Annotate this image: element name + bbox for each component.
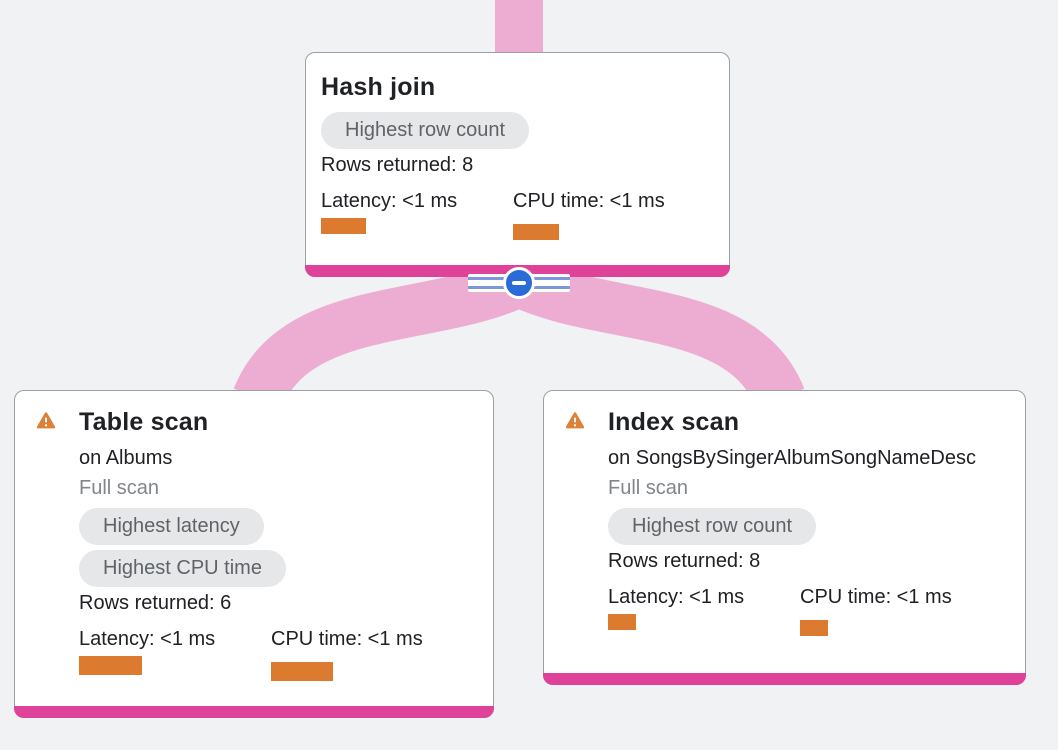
badge-highest-latency: Highest latency xyxy=(79,508,264,545)
rows-returned-text: Rows returned: 8 xyxy=(608,550,761,572)
latency-bar xyxy=(608,614,636,630)
metrics-row: Latency: <1 ms CPU time: <1 ms xyxy=(321,190,714,240)
cpu-time-label: CPU time: <1 ms xyxy=(271,628,423,650)
latency-bar xyxy=(321,218,366,234)
collapse-children-button[interactable] xyxy=(468,267,570,299)
latency-metric: Latency: <1 ms xyxy=(608,586,800,636)
latency-label: Latency: <1 ms xyxy=(608,586,745,608)
rows-returned-text: Rows returned: 6 xyxy=(79,592,232,614)
latency-label: Latency: <1 ms xyxy=(79,628,216,650)
latency-label: Latency: <1 ms xyxy=(321,190,458,212)
badge-highest-row-count: Highest row count xyxy=(321,112,530,149)
cpu-time-label: CPU time: <1 ms xyxy=(800,586,952,608)
cpu-time-label: CPU time: <1 ms xyxy=(513,190,665,212)
plan-node-index-scan[interactable]: Index scan on SongsBySingerAlbumSongName… xyxy=(543,390,1026,685)
node-target: on SongsBySingerAlbumSongNameDesc xyxy=(608,447,976,469)
edge-hash-join-to-table-scan xyxy=(233,257,531,409)
plan-node-table-scan[interactable]: Table scan on Albums Full scan Highest l… xyxy=(14,390,494,718)
warning-icon xyxy=(565,412,585,429)
node-scan-type: Full scan xyxy=(608,477,689,499)
cpu-time-bar xyxy=(271,662,333,681)
cpu-metric: CPU time: <1 ms xyxy=(271,628,463,681)
latency-bar xyxy=(79,656,142,675)
node-title: Table scan xyxy=(79,408,209,436)
warning-icon xyxy=(36,412,56,429)
badge-highest-row-count: Highest row count xyxy=(608,508,817,545)
plan-node-hash-join[interactable]: Hash join Highest row count Rows returne… xyxy=(305,52,730,277)
node-target: on Albums xyxy=(79,447,173,469)
latency-metric: Latency: <1 ms xyxy=(321,190,513,240)
edge-parent-to-hash-join xyxy=(495,0,543,54)
node-title: Hash join xyxy=(321,73,436,101)
node-accent-bar xyxy=(543,673,1026,685)
badge-highest-cpu-time: Highest CPU time xyxy=(79,550,286,587)
cpu-metric: CPU time: <1 ms xyxy=(800,586,992,636)
node-title: Index scan xyxy=(608,408,740,436)
edge-hash-join-to-index-scan xyxy=(507,257,805,409)
cpu-metric: CPU time: <1 ms xyxy=(513,190,705,240)
metrics-row: Latency: <1 ms CPU time: <1 ms xyxy=(79,628,478,681)
node-accent-bar xyxy=(14,706,494,718)
rows-returned-text: Rows returned: 8 xyxy=(321,154,474,176)
cpu-time-bar xyxy=(800,620,828,636)
node-scan-type: Full scan xyxy=(79,477,160,499)
metrics-row: Latency: <1 ms CPU time: <1 ms xyxy=(608,586,1010,636)
cpu-time-bar xyxy=(513,224,559,240)
minus-icon xyxy=(503,267,535,299)
latency-metric: Latency: <1 ms xyxy=(79,628,271,681)
